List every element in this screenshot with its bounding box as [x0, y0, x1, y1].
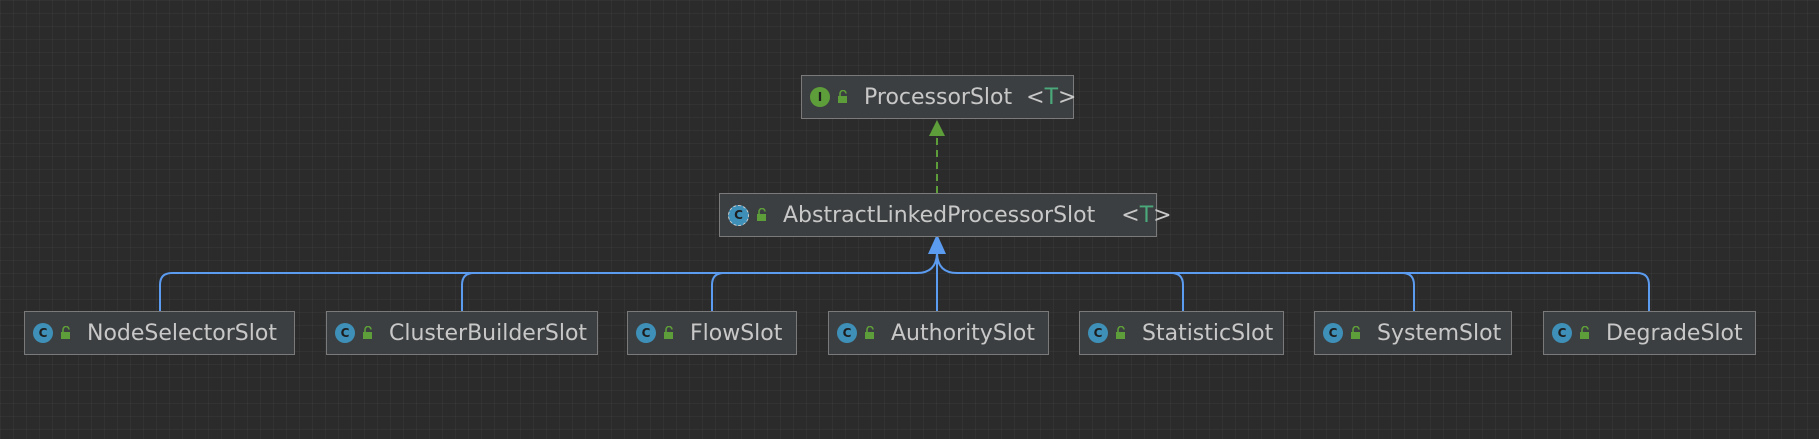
node-label: NodeSelectorSlot	[87, 320, 277, 346]
unlock-icon	[1580, 326, 1589, 339]
implements-edge	[929, 120, 945, 193]
node-label: ProcessorSlot	[864, 84, 1013, 110]
implements-arrowhead	[929, 120, 945, 136]
unlock-icon	[664, 326, 673, 339]
node-label: AuthoritySlot	[891, 320, 1035, 346]
node-label: ClusterBuilderSlot	[389, 320, 588, 346]
interface-icon: I	[810, 87, 830, 107]
class-icon: C	[837, 323, 857, 343]
class-icon: C	[335, 323, 355, 343]
node-label: DegradeSlot	[1606, 320, 1743, 346]
unlock-icon	[363, 326, 372, 339]
node-authority-slot[interactable]: C AuthoritySlot	[828, 311, 1049, 355]
abstract-class-icon: C	[728, 204, 749, 226]
node-cluster-builder-slot[interactable]: C ClusterBuilderSlot	[326, 311, 598, 355]
node-flow-slot[interactable]: C FlowSlot	[627, 311, 797, 355]
node-label: AbstractLinkedProcessorSlot	[783, 202, 1096, 228]
node-system-slot[interactable]: C SystemSlot	[1314, 311, 1512, 355]
node-node-selector-slot[interactable]: C NodeSelectorSlot	[24, 311, 295, 355]
node-abstract-linked-processor-slot[interactable]: C AbstractLinkedProcessorSlot <T>	[719, 193, 1172, 237]
unlock-icon	[61, 326, 70, 339]
node-degrade-slot[interactable]: C DegradeSlot	[1543, 311, 1756, 355]
generic-parameter: <T>	[1121, 202, 1172, 228]
unlock-icon	[1351, 326, 1360, 339]
extends-arrowhead	[928, 234, 946, 254]
extends-edges	[159, 251, 1650, 311]
unlock-icon	[757, 208, 766, 221]
class-icon: C	[1552, 323, 1572, 343]
generic-parameter: <T>	[1026, 84, 1077, 110]
node-processor-slot[interactable]: I ProcessorSlot <T>	[801, 75, 1077, 119]
class-icon: C	[636, 323, 656, 343]
unlock-icon	[865, 326, 874, 339]
node-label: SystemSlot	[1377, 320, 1502, 346]
class-icon: C	[1323, 323, 1343, 343]
class-icon: C	[33, 323, 53, 343]
node-label: FlowSlot	[690, 320, 783, 346]
node-statistic-slot[interactable]: C StatisticSlot	[1079, 311, 1284, 355]
unlock-icon	[1116, 326, 1125, 339]
node-label: StatisticSlot	[1142, 320, 1274, 346]
unlock-icon	[838, 90, 847, 103]
class-icon: C	[1088, 323, 1108, 343]
